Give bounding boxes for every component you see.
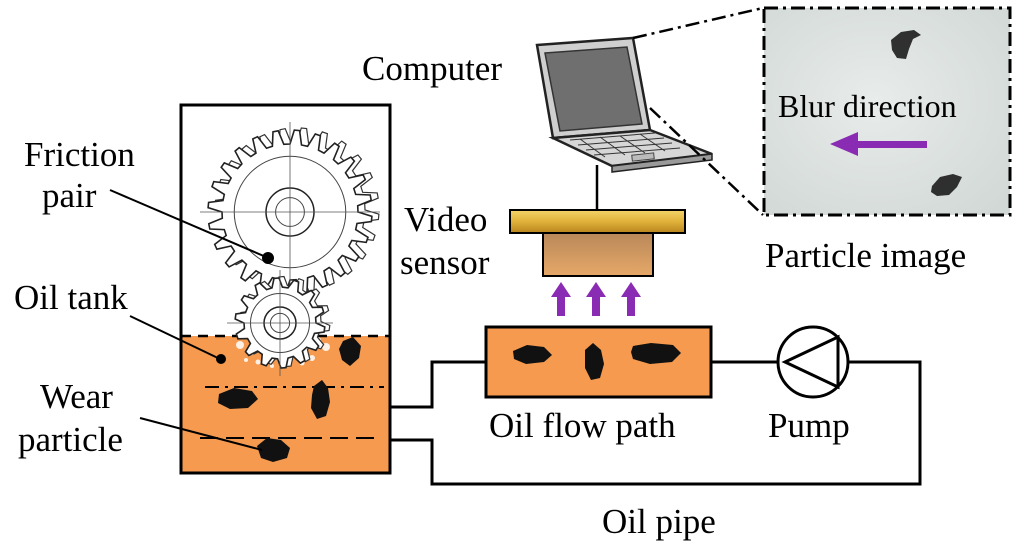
oil-tank-leader-dot bbox=[216, 354, 226, 364]
wear-particle bbox=[339, 337, 361, 366]
label-particle: particle bbox=[18, 420, 123, 459]
oil-tank-outline bbox=[179, 103, 392, 475]
pump-icon: Pump bbox=[768, 325, 850, 445]
particle-image-frame bbox=[762, 6, 1012, 217]
label-blur-direction: Blur direction bbox=[778, 88, 957, 124]
friction-pair-leader bbox=[109, 189, 267, 258]
label-particle-image: Particle image bbox=[765, 236, 966, 275]
light-arrows bbox=[551, 282, 641, 316]
label-wear: Wear bbox=[40, 377, 113, 416]
particle-image bbox=[764, 8, 1010, 215]
blurred-particle bbox=[931, 174, 962, 196]
video-sensor-lens-bar bbox=[509, 209, 686, 234]
video-sensor-body bbox=[542, 232, 654, 277]
upward-arrow-icon bbox=[586, 282, 606, 316]
zoom-lines bbox=[632, 6, 764, 216]
pipe-tank-to-flowpath bbox=[390, 360, 486, 409]
label-oil-pipe: Oil pipe bbox=[602, 502, 716, 541]
oil-tank-leader bbox=[129, 315, 221, 360]
wear-particle bbox=[631, 343, 681, 364]
wear-particle bbox=[218, 388, 258, 409]
small-gear-icon bbox=[227, 270, 333, 376]
upward-arrow-icon bbox=[621, 282, 641, 316]
left-arrow-icon bbox=[830, 132, 927, 156]
tank-wear-particles bbox=[218, 337, 361, 462]
blurred-particle bbox=[891, 30, 921, 59]
particle-image-panel: Blur direction Particle image bbox=[762, 6, 1012, 275]
label-computer: Computer bbox=[362, 49, 502, 88]
left-labels: Friction pair Oil tank Wear particle bbox=[14, 135, 274, 459]
label-pair: pair bbox=[42, 176, 97, 215]
laptop-icon: Computer bbox=[362, 36, 713, 173]
label-sensor: sensor bbox=[400, 243, 490, 282]
label-oil-tank: Oil tank bbox=[14, 278, 128, 317]
oil-pipes bbox=[390, 360, 922, 486]
pipe-return bbox=[390, 360, 922, 486]
oil-flow-path: Oil flow path bbox=[484, 325, 713, 445]
wear-particle bbox=[513, 345, 552, 364]
wear-particle bbox=[311, 380, 330, 419]
friction-pair-leader-dot bbox=[262, 252, 274, 264]
label-video: Video bbox=[404, 200, 487, 239]
video-sensor: Video sensor bbox=[400, 200, 686, 282]
label-friction: Friction bbox=[24, 135, 135, 174]
wear-particle bbox=[585, 343, 604, 380]
friction-pair-gears bbox=[200, 122, 380, 376]
label-pump: Pump bbox=[768, 406, 850, 445]
wear-particle bbox=[257, 438, 290, 462]
wear-particle-leader bbox=[139, 417, 263, 451]
large-gear-icon bbox=[200, 122, 380, 302]
upward-arrow-icon bbox=[551, 282, 571, 316]
label-oil-flow-path: Oil flow path bbox=[489, 406, 676, 445]
